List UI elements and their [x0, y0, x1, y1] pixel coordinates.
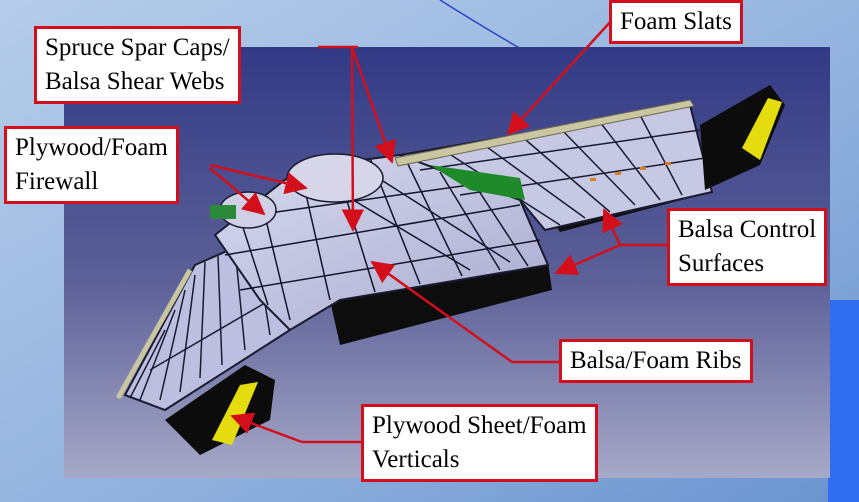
label-spar-caps: Spruce Spar Caps/ Balsa Shear Webs: [34, 26, 241, 104]
leader-arrows: [209, 19, 669, 444]
label-control-surfaces-line-1: Balsa Control: [678, 216, 817, 243]
label-ribs: Balsa/Foam Ribs: [559, 339, 753, 383]
green-spar-region: [430, 165, 525, 200]
arrow-control-1: [602, 208, 623, 246]
right-vertical-yellow: [742, 98, 782, 160]
arrow-spar-caps: [350, 46, 396, 164]
trailing-edge-center: [330, 262, 552, 345]
label-spar-caps-line-1: Spruce Spar Caps/: [45, 34, 230, 61]
arrow-firewall-1: [209, 163, 308, 195]
label-firewall-line-2: Firewall: [15, 168, 99, 195]
decorative-blue-bar: [828, 300, 859, 502]
left-slat: [115, 268, 193, 400]
aircraft-model: [115, 85, 785, 455]
arrow-ribs: [370, 260, 513, 364]
arrow-foam-slats: [506, 19, 613, 136]
label-verticals-line-1: Plywood Sheet/Foam: [372, 412, 587, 439]
arrow-firewall-2: [209, 167, 266, 216]
right-slat: [394, 99, 695, 167]
label-control-surfaces-line-2: Surfaces: [678, 250, 765, 277]
nose-fairing: [286, 153, 384, 203]
label-foam-slats-line-1: Foam Slats: [620, 8, 732, 35]
arrow-verticals: [230, 412, 303, 444]
label-firewall: Plywood/Foam Firewall: [4, 126, 179, 204]
label-spar-caps-line-2: Balsa Shear Webs: [45, 68, 225, 95]
motor-mount: [210, 205, 236, 219]
arrow-shear-webs: [341, 46, 365, 232]
label-foam-slats: Foam Slats: [609, 0, 743, 44]
label-verticals: Plywood Sheet/Foam Verticals: [361, 404, 598, 482]
arrow-control-2: [554, 243, 621, 276]
label-control-surfaces: Balsa Control Surfaces: [667, 208, 828, 286]
label-ribs-line-1: Balsa/Foam Ribs: [570, 347, 742, 374]
label-verticals-line-2: Verticals: [372, 446, 460, 473]
hinge-marks: [590, 162, 671, 181]
label-firewall-line-1: Plywood/Foam: [15, 134, 168, 161]
